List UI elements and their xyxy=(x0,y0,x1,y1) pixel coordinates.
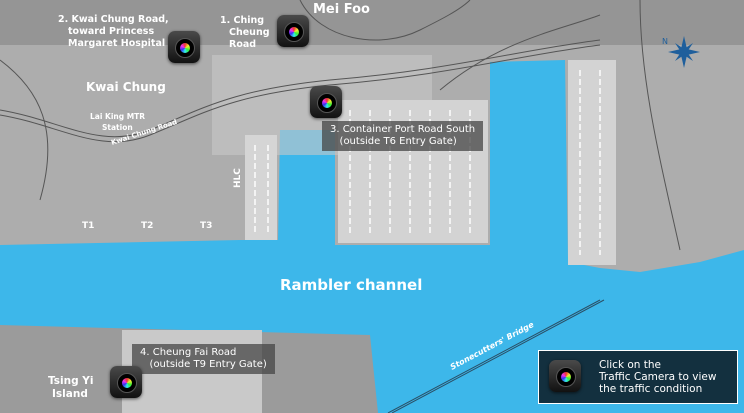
label-t1: T1 xyxy=(82,221,94,231)
traffic-camera-3-button[interactable] xyxy=(310,86,342,118)
traffic-camera-2-button[interactable] xyxy=(168,31,200,63)
label-tsing-yi: Tsing Yi xyxy=(48,375,93,387)
stonecutters-bridge xyxy=(387,299,605,413)
label-rambler-channel: Rambler channel xyxy=(280,276,422,294)
camera-icon xyxy=(175,38,195,58)
camera-4-label[interactable]: 4. Cheung Fai Road (outside T9 Entry Gat… xyxy=(132,344,275,374)
label-lai-king-station: Station xyxy=(102,123,133,132)
camera-2-label[interactable]: Margaret Hospital xyxy=(68,38,165,49)
camera-3-label[interactable]: 3. Container Port Road South (outside T6… xyxy=(322,121,484,151)
info-box: Click on the Traffic Camera to view the … xyxy=(538,350,738,404)
label-tsing-yi-island: Island xyxy=(52,388,88,400)
compass-icon: N xyxy=(662,36,700,68)
label-t3: T3 xyxy=(200,221,212,231)
label-t2: T2 xyxy=(141,221,153,231)
label-kwai-chung: Kwai Chung xyxy=(86,80,166,94)
camera-icon xyxy=(549,360,581,392)
svg-text:N: N xyxy=(662,37,668,46)
camera-icon xyxy=(284,22,304,42)
camera-2-label[interactable]: 2. Kwai Chung Road, xyxy=(58,14,169,25)
camera-1-label[interactable]: 1. Ching xyxy=(220,15,264,26)
camera-1-label[interactable]: Road xyxy=(229,39,256,50)
camera-1-label[interactable]: Cheung xyxy=(229,27,270,38)
camera-lens-icon xyxy=(556,367,576,387)
camera-icon xyxy=(317,93,337,113)
label-lai-king: Lai King MTR xyxy=(90,112,145,121)
terminal-block xyxy=(245,135,277,240)
label-stonecutters-bridge: Stonecutters' Bridge xyxy=(449,320,536,372)
camera-icon xyxy=(117,373,137,393)
terminal-block xyxy=(568,60,616,265)
info-text: Click on the Traffic Camera to view the … xyxy=(599,359,717,395)
camera-2-label[interactable]: toward Princess xyxy=(68,26,154,37)
traffic-camera-4-button[interactable] xyxy=(110,366,142,398)
label-mei-foo: Mei Foo xyxy=(313,2,370,17)
label-hlc: HLC xyxy=(233,168,243,188)
traffic-camera-1-button[interactable] xyxy=(277,15,309,47)
roads xyxy=(0,0,681,251)
